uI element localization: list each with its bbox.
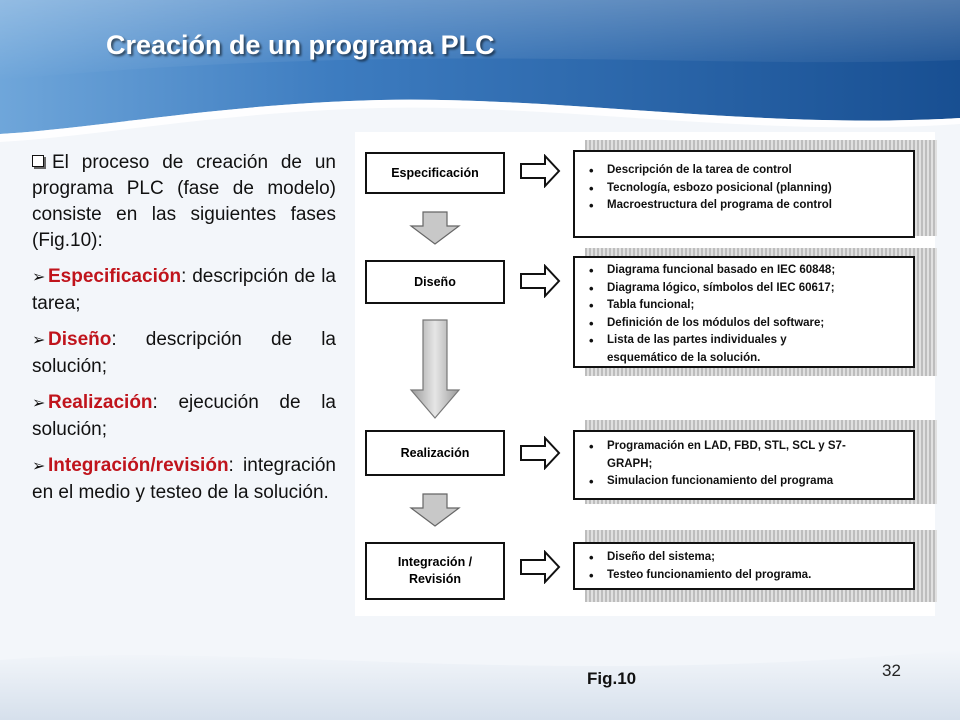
list-item: Macroestructura del programa de control (587, 197, 907, 215)
list-item: Programación en LAD, FBD, STL, SCL y S7-… (587, 438, 887, 473)
slide-title: Creación de un programa PLC (106, 30, 495, 60)
stage-desc-realizacion: Programación en LAD, FBD, STL, SCL y S7-… (573, 430, 915, 500)
intro-paragraph: El proceso de creación de un programa PL… (32, 152, 336, 251)
list-item: Testeo funcionamiento del programa. (587, 567, 907, 585)
list-item: Tabla funcional; (587, 297, 907, 315)
stage-desc-integracion: Diseño del sistema; Testeo funcionamient… (573, 542, 915, 590)
phase-item-realizacion: ➢Realización: ejecución de la solución; (32, 392, 336, 440)
down-arrow-icon (409, 319, 461, 419)
down-arrow-icon (409, 211, 461, 245)
figure-caption: Fig.10 (587, 669, 637, 688)
list-item: Diagrama funcional basado en IEC 60848; (587, 262, 907, 280)
stage-box-especificacion: Especificación (365, 152, 505, 194)
arrow-bullet-icon: ➢ (32, 458, 46, 475)
stage-desc-diseno: Diagrama funcional basado en IEC 60848; … (573, 256, 915, 368)
right-arrow-icon (520, 264, 561, 298)
phase-item-especificacion: ➢Especificación: descripción de la tarea… (32, 266, 336, 314)
list-item: Lista de las partes individuales y esque… (587, 332, 837, 367)
arrow-bullet-icon: ➢ (32, 332, 46, 349)
list-item: Descripción de la tarea de control (587, 162, 907, 180)
list-item: Tecnología, esbozo posicional (planning) (587, 180, 907, 198)
stage-box-diseno: Diseño (365, 260, 505, 304)
stage-desc-especificacion: Descripción de la tarea de control Tecno… (573, 150, 915, 238)
list-item: Diagrama lógico, símbolos del IEC 60617; (587, 280, 907, 298)
right-arrow-icon (520, 436, 561, 470)
list-item: Definición de los módulos del software; (587, 315, 907, 333)
down-arrow-icon (409, 493, 461, 527)
plc-process-figure: Especificación Descripción de la tarea d… (355, 132, 937, 616)
checkbox-bullet-icon (32, 155, 44, 167)
arrow-bullet-icon: ➢ (32, 269, 46, 286)
right-arrow-icon (520, 550, 561, 584)
stage-box-realizacion: Realización (365, 430, 505, 476)
list-item: Diseño del sistema; (587, 549, 907, 567)
page-number: 32 (882, 661, 901, 680)
right-arrow-icon (520, 154, 561, 188)
list-item: Simulacion funcionamiento del programa (587, 473, 907, 491)
phase-item-integracion: ➢Integración/revisión: integración en el… (32, 455, 336, 503)
body-text: El proceso de creación de un programa PL… (32, 150, 336, 516)
stage-box-integracion: Integración / Revisión (365, 542, 505, 600)
phase-item-diseno: ➢Diseño: descripción de la solución; (32, 329, 336, 377)
arrow-bullet-icon: ➢ (32, 395, 46, 412)
